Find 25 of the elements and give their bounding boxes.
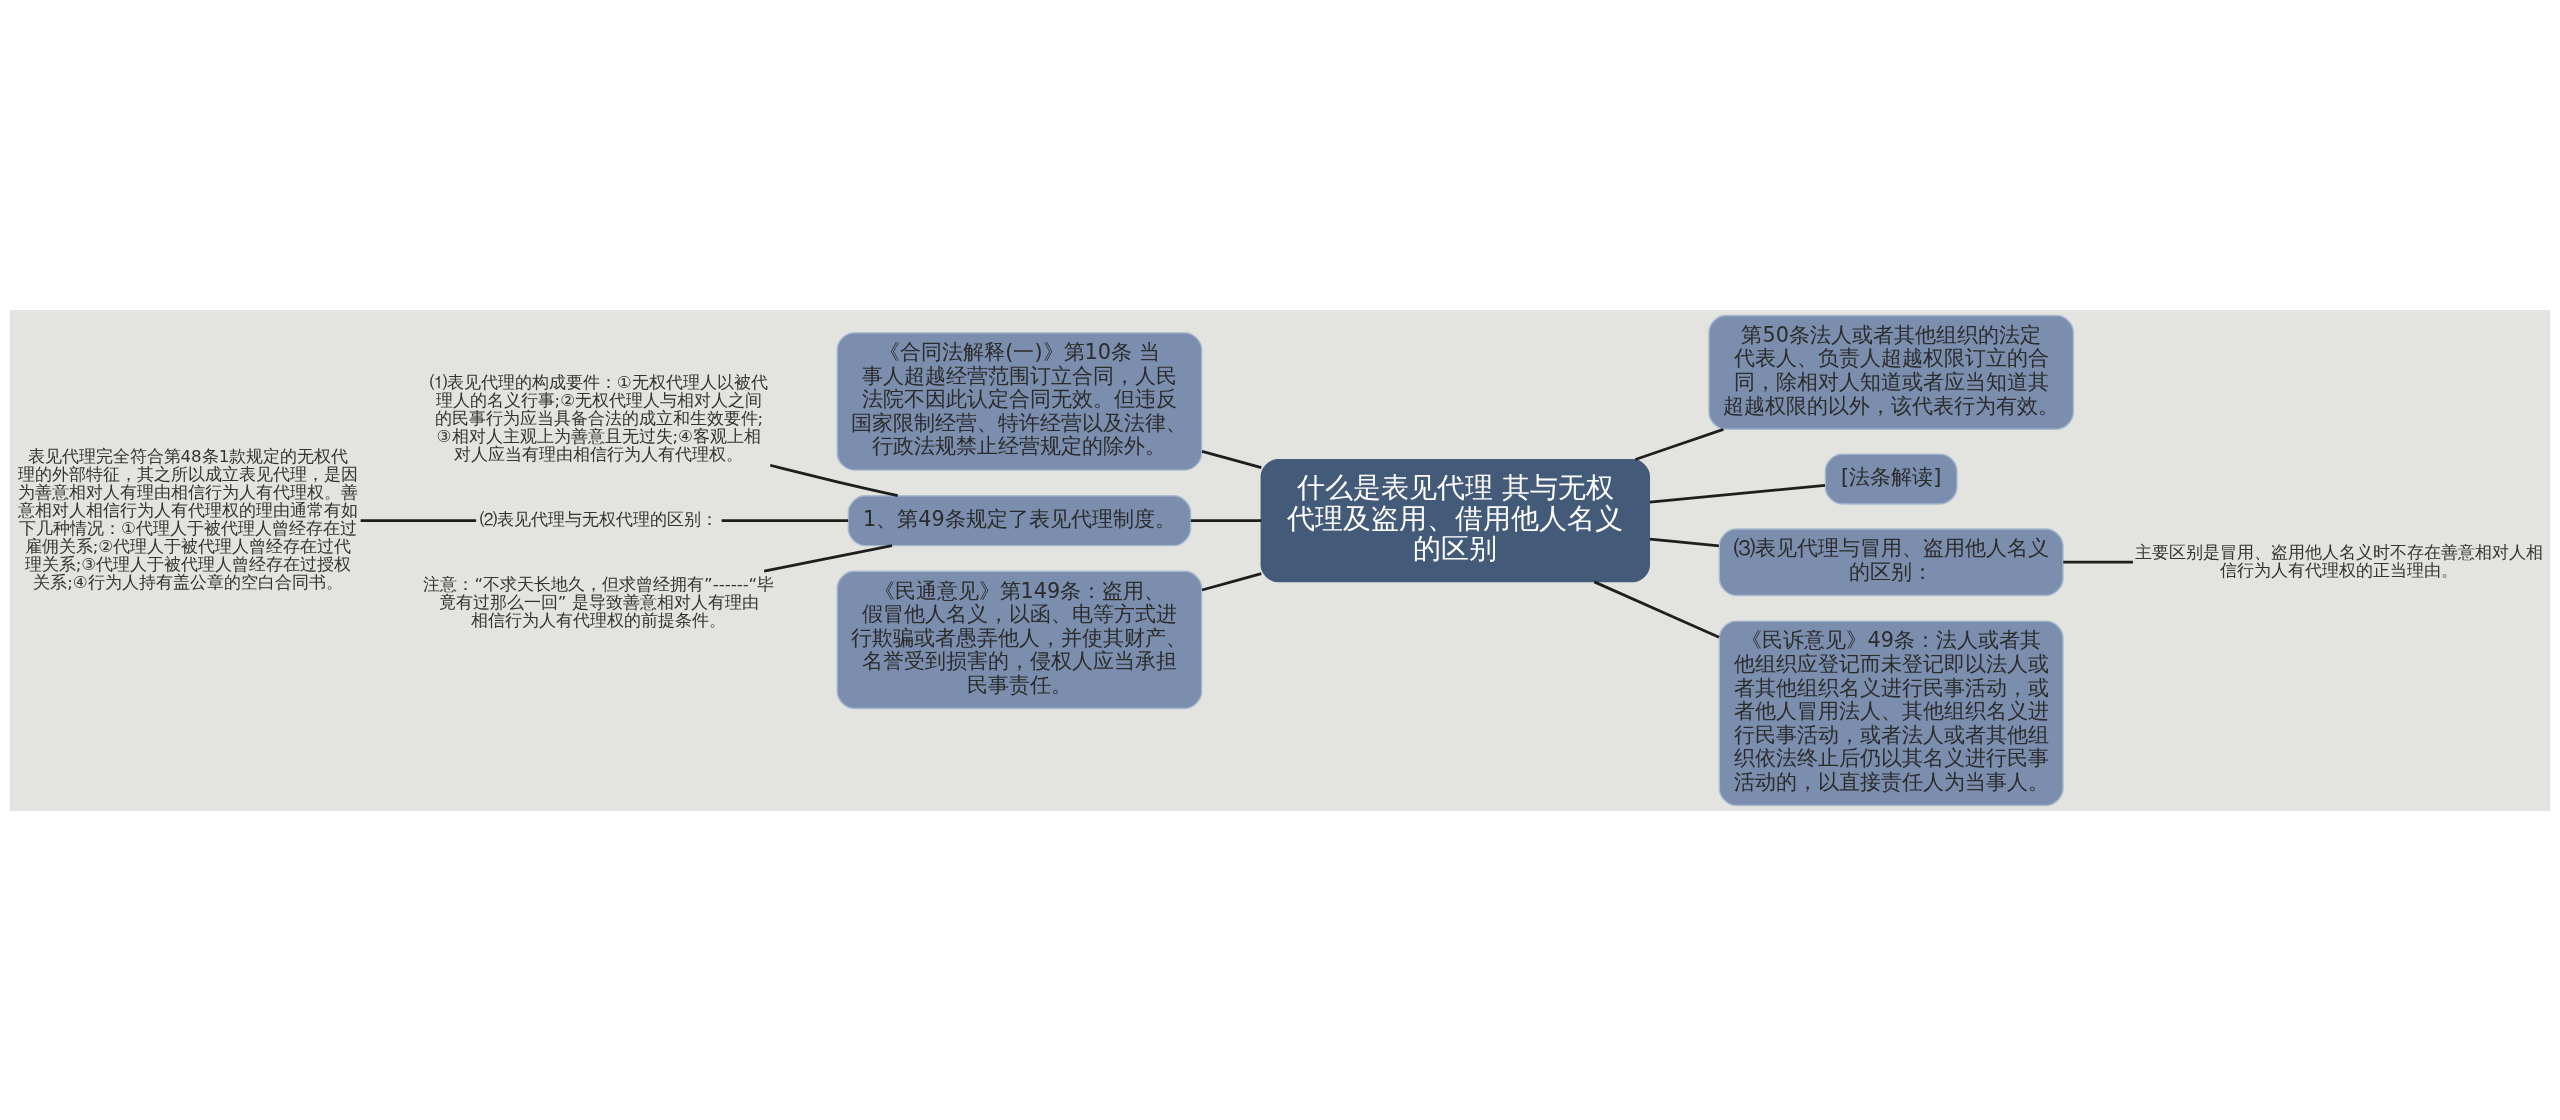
connector xyxy=(1593,580,1720,639)
node-box: [法条解读] xyxy=(1824,452,1958,505)
node-box: 《民通意见》第149条：盗用、假冒他人名义，以函、电等方式进行欺骗或者愚弄他人，并使其财产、名誉受到损害的，侵权人应当承担民事责任。 xyxy=(836,570,1203,709)
connector xyxy=(1201,449,1262,469)
node-box: 1、第49条规定了表见代理制度。 xyxy=(847,494,1192,546)
connector xyxy=(1201,571,1262,591)
node-text: 主要区别是冒用、盗用他人名义时不存在善意相对人相信行为人有代理权的正当理由。 xyxy=(2134,542,2543,580)
connector xyxy=(1190,518,1262,522)
connector xyxy=(769,463,899,497)
connector xyxy=(360,518,477,522)
node-text: ⑵表见代理与无权代理的区别： xyxy=(479,509,718,529)
node-box: 《民诉意见》49条：法人或者其他组织应登记而未登记即以法人或者其他组织名义进行民事活动，或者他人冒用法人、其他组织名义进行民事活动，或者法人或者其他组织依法终止后仍以其名义进行民事活动的，以直接责任人为当事人。 xyxy=(1718,619,2064,806)
node-box: 《合同法解释(一)》第10条 当事人超越经营范围订立合同，人民法院不因此认定合同无效。但违反国家限制经营、特许经营以及法律、行政法规禁止经营规定的除外。 xyxy=(836,331,1203,471)
connector xyxy=(1649,483,1826,503)
node-text: 注意：“不求天长地久，但求曾经拥有”------“毕竟有过那么一回” 是导致善意相对人有理由相信行为人有代理权的前提条件。 xyxy=(423,574,775,630)
connector xyxy=(2063,560,2133,564)
connector xyxy=(763,543,893,573)
node-box: ⑶表见代理与冒用、盗用他人名义的区别： xyxy=(1718,527,2064,596)
node-text: ⑴表见代理的构成要件：①无权代理人以被代理人的名义行事;②无权代理人与相对人之间的民事行为应当具备合法的成立和生效要件;③相对人主观上为善意且无过失;④客观上相对人应当有理由相信行为人有代理权。 xyxy=(429,372,768,464)
node-text: 表见代理完全符合第48条1款规定的无权代理的外部特征，其之所以成立表见代理，是因为善意相对人有理由相信行为人有代理权。善意相对人相信行为人有代理权的理由通常有如下几种情况：①代理人于被代理人曾经存在过雇佣关系;②代理人于被代理人曾经存在过代理关系;③代理人于被代理人曾经存在过授权关系;④行为人持有盖公章的空白合同书。 xyxy=(17,446,358,592)
connector xyxy=(721,518,849,522)
node-box: 第50条法人或者其他组织的法定代表人、负责人超越权限订立的合同，除相对人知道或者应当知道其超越权限的以外，该代表行为有效。 xyxy=(1708,314,2075,430)
node-box: 什么是表见代理 其与无权代理及盗用、借用他人名义的区别 xyxy=(1260,458,1651,582)
connector xyxy=(1649,537,1719,547)
connector xyxy=(1634,427,1724,461)
